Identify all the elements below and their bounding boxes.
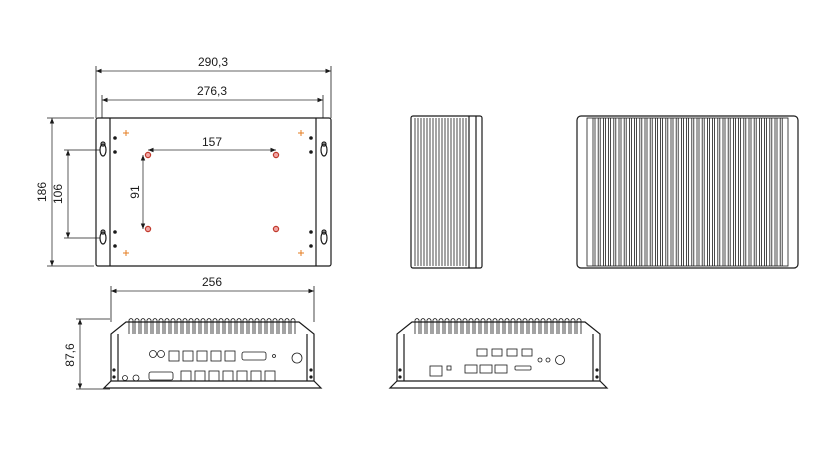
fin-line [576, 318, 582, 334]
fin-line [468, 318, 474, 334]
fin-line [200, 318, 206, 334]
mount-hole [272, 225, 280, 233]
fin-line [486, 318, 492, 334]
fin-line [182, 318, 188, 334]
fin-line [236, 318, 242, 334]
side-outline [410, 115, 483, 269]
fin-line [134, 318, 140, 334]
fin-line [426, 318, 432, 334]
fin-line [414, 318, 420, 334]
front-base [102, 380, 323, 389]
fin-line [444, 318, 450, 334]
fin-line [164, 318, 170, 334]
fin-line [248, 318, 254, 334]
screw-dots [113, 136, 313, 248]
fin-line [570, 318, 576, 334]
fin-line [242, 318, 248, 334]
heatsink-view [576, 115, 799, 269]
fin-line [254, 318, 260, 334]
fin-line [546, 318, 552, 334]
fin-line [176, 318, 182, 334]
front-body [110, 321, 315, 382]
fin-line [534, 318, 540, 334]
fin-line [152, 318, 158, 334]
fin-line [462, 318, 468, 334]
fin-line [230, 318, 236, 334]
fin-line [128, 318, 134, 334]
fin-line [438, 318, 444, 334]
fin-line [272, 318, 278, 334]
fin-line [266, 318, 272, 334]
fin-line [474, 318, 480, 334]
fin-line [188, 318, 194, 334]
dim-front-height: 87,6 [63, 343, 77, 367]
fin-line [284, 318, 290, 334]
rear-base [388, 380, 609, 389]
fin-line [528, 318, 534, 334]
dim-overall-height: 186 [35, 182, 49, 202]
mount-hole [272, 151, 280, 159]
fin-line [224, 318, 230, 334]
rear-view [388, 318, 609, 389]
fin-line [450, 318, 456, 334]
fin-line [212, 318, 218, 334]
mount-hole [144, 151, 152, 159]
front-fins [128, 318, 296, 334]
side-fins [414, 118, 467, 266]
top-view: 290,3 276,3 [35, 55, 332, 267]
fin-line [564, 318, 570, 334]
heatsink-outline [576, 115, 799, 269]
side-view [410, 115, 483, 269]
fin-line [540, 318, 546, 334]
dim-front-width: 256 [202, 275, 222, 289]
fin-line [456, 318, 462, 334]
keyhole-slot [99, 141, 328, 245]
fin-line [480, 318, 486, 334]
fin-line [140, 318, 146, 334]
fin-line [504, 318, 510, 334]
fin-line [206, 318, 212, 334]
fin-line [558, 318, 564, 334]
rear-body [396, 321, 601, 382]
fin-line [420, 318, 426, 334]
fin-line [510, 318, 516, 334]
rear-fins [414, 318, 582, 334]
rear-io-ports [429, 348, 565, 377]
fin-line [194, 318, 200, 334]
dim-hole-spacing-y: 91 [128, 185, 142, 199]
top-outline [95, 117, 332, 267]
fin-line [516, 318, 522, 334]
heatsink-fins [592, 118, 783, 266]
fin-line [492, 318, 498, 334]
front-view: 256 87,6 [63, 275, 323, 390]
dim-bracket-span: 276,3 [197, 84, 227, 98]
fin-line [278, 318, 284, 334]
fin-line [260, 318, 266, 334]
fin-line [170, 318, 176, 334]
fin-line [158, 318, 164, 334]
fin-line [146, 318, 152, 334]
dim-overall-width: 290,3 [198, 55, 228, 69]
dim-mount-spacing: 106 [51, 184, 65, 204]
fin-line [290, 318, 296, 334]
fin-line [552, 318, 558, 334]
dim-hole-spacing-x: 157 [202, 135, 222, 149]
fin-line [522, 318, 528, 334]
fin-line [498, 318, 504, 334]
fin-line [432, 318, 438, 334]
front-io-ports [122, 350, 303, 382]
alignment-markers [123, 130, 304, 256]
mount-hole [144, 225, 152, 233]
fin-line [218, 318, 224, 334]
heatsink-inner [586, 117, 789, 267]
